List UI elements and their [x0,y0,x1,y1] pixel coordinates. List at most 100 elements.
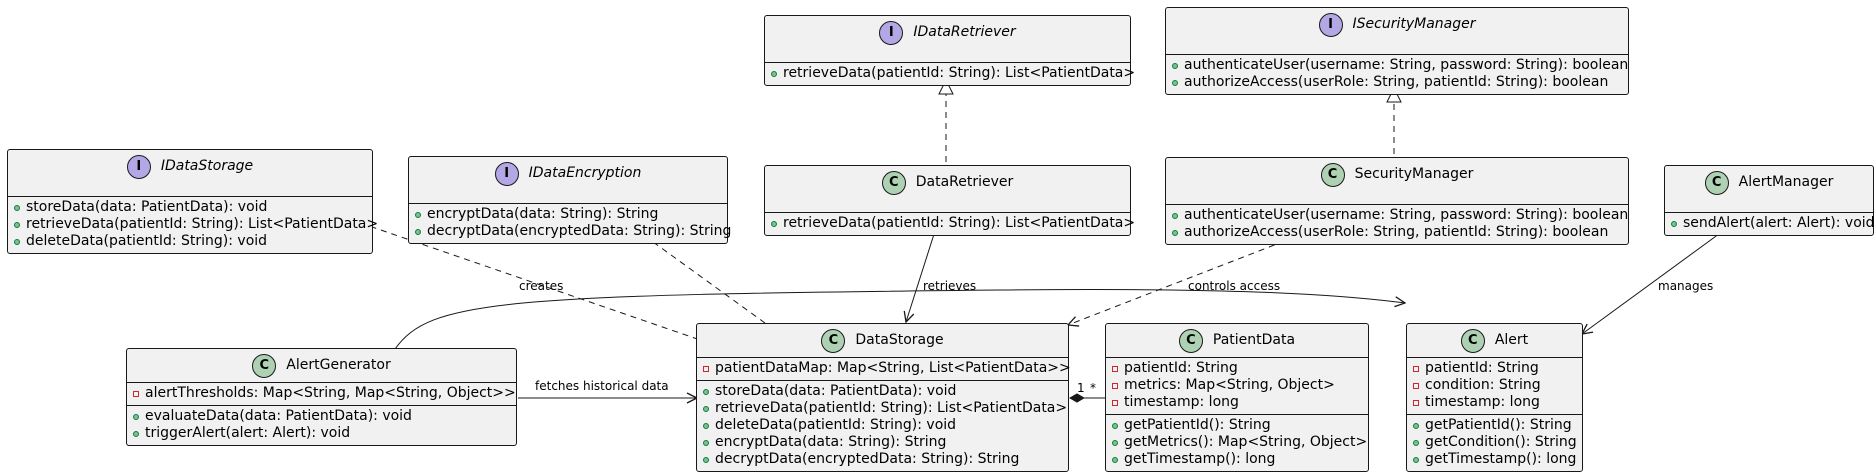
method-text: authenticateUser(username: String, passw… [1184,57,1629,73]
isecuritymanager-name: ISecurityManager [1352,16,1476,32]
class-datastorage[interactable]: C DataStorage patientDataMap: Map<String, … [696,323,1071,472]
method-row: storeData(data: PatientData): void [14,199,366,216]
alertmanager-header: C AlertManager [1665,166,1873,199]
dataretriever-name: DataRetriever [915,174,1014,190]
public-visibility-icon [133,430,139,437]
private-visibility-icon [1112,382,1118,389]
securitymanager-attrs [1166,191,1628,205]
public-visibility-icon [1172,79,1178,86]
method-text: decryptData(encryptedData: String): Stri… [427,223,732,239]
method-row: getTimestamp(): long [1413,451,1576,468]
attribute-row: condition: String [1413,377,1576,394]
public-visibility-icon [703,456,709,463]
public-visibility-icon [14,204,20,211]
attribute-row: timestamp: long [1413,394,1576,411]
private-visibility-icon [1413,382,1419,389]
private-visibility-icon [133,390,139,397]
attribute-text: patientId: String [1425,360,1539,376]
label-controls-access: controls access [1188,279,1281,293]
public-visibility-icon [1112,439,1118,446]
method-row: retrieveData(patientId: String): List<Pa… [771,65,1135,82]
interface-icon: I [1318,12,1343,37]
patientdata-name: PatientData [1212,332,1296,348]
attribute-row: timestamp: long [1112,394,1362,411]
alertgenerator-attrs: alertThresholds: Map<String, Map<String,… [127,383,516,406]
private-visibility-icon [703,365,709,372]
method-text: retrieveData(patientId: String): List<Pa… [715,400,1068,416]
method-row: decryptData(encryptedData: String): Stri… [703,451,1062,468]
idataretriever-attrs [765,49,1130,63]
method-text: retrieveData(patientId: String): List<Pa… [783,215,1136,231]
attribute-text: patientDataMap: Map<String, List<Patient… [715,360,1071,376]
attribute-text: condition: String [1425,377,1541,393]
idataretriever-name: IDataRetriever [913,24,1016,40]
public-visibility-icon [1413,439,1419,446]
method-text: encryptData(data: String): String [427,206,659,222]
class-icon: C [1460,328,1485,353]
method-row: evaluateData(data: PatientData): void [133,408,510,425]
datastorage-header: C DataStorage [697,324,1068,358]
attribute-row: alertThresholds: Map<String, Map<String,… [133,385,516,402]
attribute-text: timestamp: long [1425,394,1540,410]
class-isecuritymanager[interactable]: I ISecurityManager authenticateUser(userna… [1165,7,1629,95]
method-row: retrieveData(patientId: String): List<Pa… [14,216,378,233]
alertmanager-name: AlertManager [1738,174,1834,190]
method-text: encryptData(data: String): String [715,434,947,450]
method-text: getTimestamp(): long [1124,451,1276,467]
public-visibility-icon [133,413,139,420]
idatastorage-name: IDataStorage [160,158,254,174]
private-visibility-icon [1413,365,1419,372]
method-text: authorizeAccess(userRole: String, patien… [1184,224,1609,240]
method-text: retrieveData(patientId: String): List<Pa… [783,65,1136,81]
method-row: authenticateUser(username: String, passw… [1172,57,1628,74]
public-visibility-icon [771,70,777,77]
public-visibility-icon [1172,212,1178,219]
method-row: authorizeAccess(userRole: String, patien… [1172,224,1622,241]
public-visibility-icon [1172,229,1178,236]
attribute-text: patientId: String [1124,360,1238,376]
class-icon: C [252,353,277,378]
securitymanager-methods: authenticateUser(username: String, passw… [1166,205,1628,244]
method-row: storeData(data: PatientData): void [703,383,1062,400]
method-text: getTimestamp(): long [1425,451,1577,467]
method-row: getCondition(): String [1413,434,1577,451]
public-visibility-icon [1413,456,1419,463]
public-visibility-icon [1413,422,1419,429]
attribute-row: patientDataMap: Map<String, List<Patient… [703,360,1071,377]
idataencryption-name: IDataEncryption [528,165,642,181]
method-row: getPatientId(): String [1112,417,1362,434]
method-text: authorizeAccess(userRole: String, patien… [1184,74,1609,90]
attribute-text: alertThresholds: Map<String, Map<String,… [145,385,516,401]
method-row: getTimestamp(): long [1112,451,1362,468]
method-row: retrieveData(patientId: String): List<Pa… [703,400,1067,417]
public-visibility-icon [703,439,709,446]
class-icon: C [1320,162,1345,187]
attribute-row: patientId: String [1413,360,1576,377]
association-creates [394,289,1405,350]
private-visibility-icon [1413,399,1419,406]
method-text: retrieveData(patientId: String): List<Pa… [26,216,379,232]
class-icon: C [1704,170,1729,195]
class-icon: C [821,328,846,353]
isecuritymanager-attrs [1166,41,1628,55]
datastorage-name: DataStorage [855,332,944,348]
